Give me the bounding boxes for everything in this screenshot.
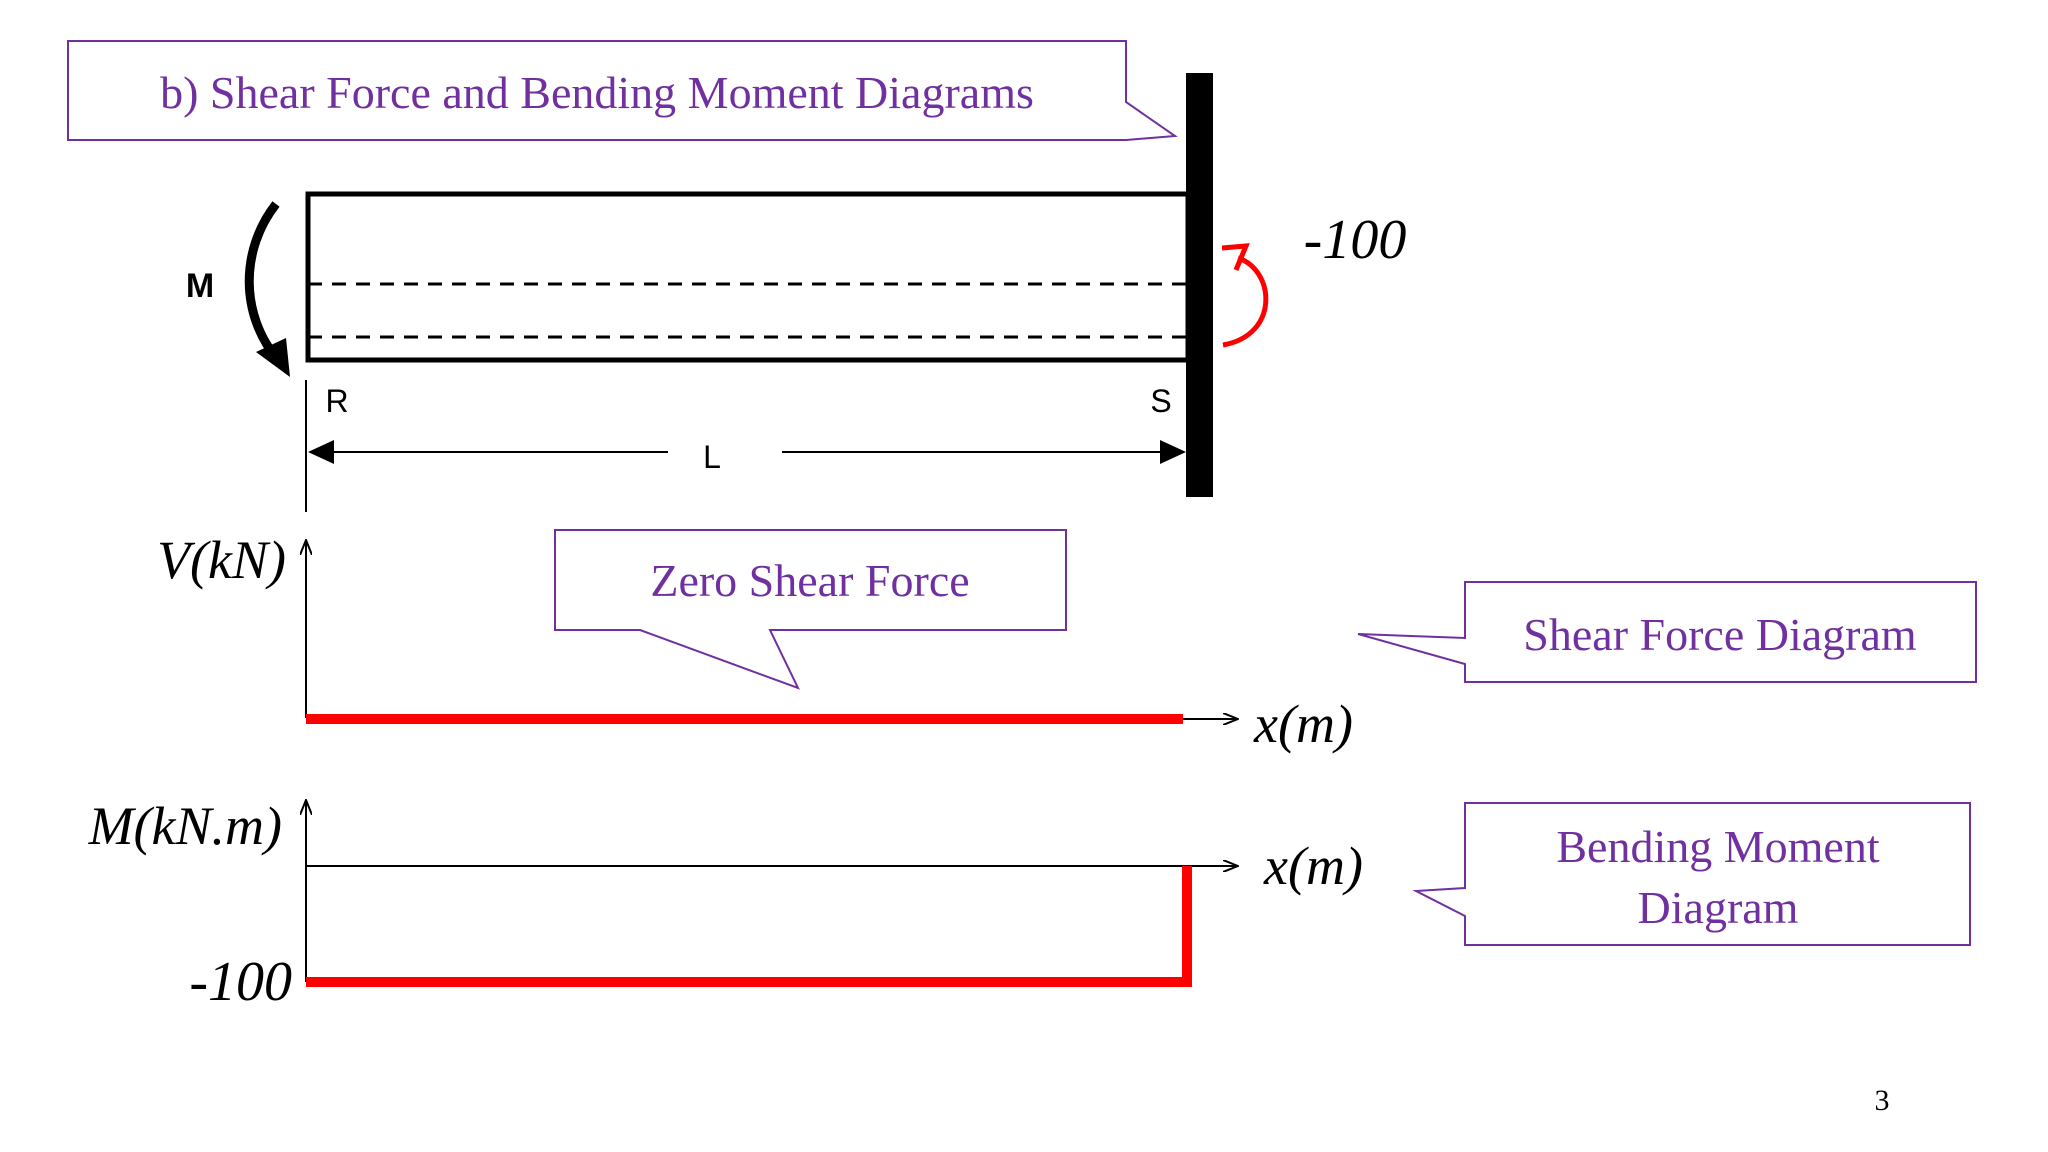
length-label: L — [703, 439, 721, 475]
reaction-moment-value: -100 — [1304, 209, 1407, 271]
beam — [305, 191, 1191, 363]
zero-shear-callout: Zero Shear Force — [554, 529, 1067, 690]
shear-diagram-callout: Shear Force Diagram — [1357, 581, 1977, 683]
moment-diagram-callout-line2: Diagram — [1638, 882, 1799, 933]
shear-force-diagram — [306, 540, 1238, 719]
shear-x-axis-label: x(m) — [1253, 694, 1353, 754]
applied-moment-arrow — [244, 201, 290, 377]
right-end-label: S — [1150, 383, 1171, 419]
shear-y-axis-label: V(kN) — [157, 530, 286, 590]
moment-x-axis-label: x(m) — [1263, 836, 1363, 896]
left-end-label: R — [325, 383, 348, 419]
moment-line — [306, 866, 1192, 987]
title-callout-text: b) Shear Force and Bending Moment Diagra… — [160, 67, 1034, 118]
reaction-moment-arrow — [1221, 243, 1269, 348]
moment-value-label: -100 — [189, 951, 292, 1013]
title-callout: b) Shear Force and Bending Moment Diagra… — [67, 40, 1178, 141]
page-number: 3 — [1875, 1084, 1890, 1117]
beam-outline — [305, 191, 1191, 363]
moment-diagram-callout: Bending Moment Diagram — [1412, 802, 1971, 946]
bending-moment-diagram — [306, 800, 1238, 987]
moment-y-axis-label: M(kN.m) — [88, 796, 282, 856]
zero-shear-callout-text: Zero Shear Force — [650, 555, 969, 606]
moment-diagram-callout-line1: Bending Moment — [1556, 821, 1879, 872]
length-dimension — [308, 440, 1186, 464]
shear-diagram-callout-text: Shear Force Diagram — [1523, 609, 1917, 660]
applied-moment-label: M — [186, 267, 214, 305]
